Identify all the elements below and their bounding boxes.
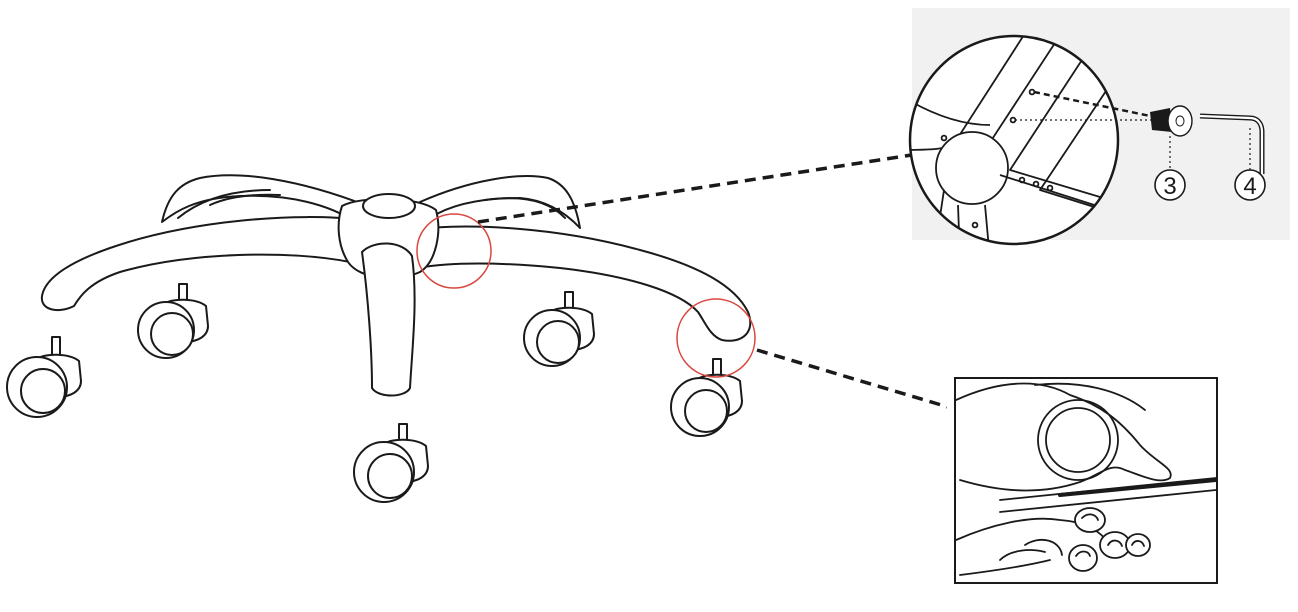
chair-base — [40, 174, 752, 397]
base-arm-back-left-rib — [177, 189, 271, 219]
leader-line-bottom — [756, 348, 959, 412]
caster-right — [670, 358, 743, 437]
base-arm-back-right — [419, 175, 581, 229]
base-arm-right — [409, 225, 752, 342]
caster-front — [353, 423, 429, 503]
leader-line-top — [477, 152, 919, 224]
callout-number-4: 4 — [1243, 173, 1256, 200]
highlight-circle-arm-tip — [676, 298, 756, 378]
base-arm-front — [361, 242, 416, 397]
caster-back-right — [523, 291, 595, 367]
base-hub-top — [362, 193, 416, 219]
casters — [6, 283, 743, 503]
base-arm-left — [40, 216, 361, 312]
highlight-circle-hub-joint — [416, 213, 492, 289]
inset-screw-detail: 3 4 — [908, 8, 1290, 246]
inset-hand-detail — [947, 370, 1225, 605]
callout-circle-4 — [1234, 169, 1266, 201]
caster-back-left — [137, 283, 209, 359]
screw-icon — [1150, 105, 1193, 137]
base-arm-back-left — [161, 174, 366, 223]
callout-number-3: 3 — [1163, 173, 1176, 200]
caster-left — [6, 336, 82, 418]
base-arm-back-left-rib-2 — [209, 193, 281, 206]
base-arm-back-right-rib — [484, 197, 566, 219]
callout-circle-3 — [1154, 169, 1186, 201]
